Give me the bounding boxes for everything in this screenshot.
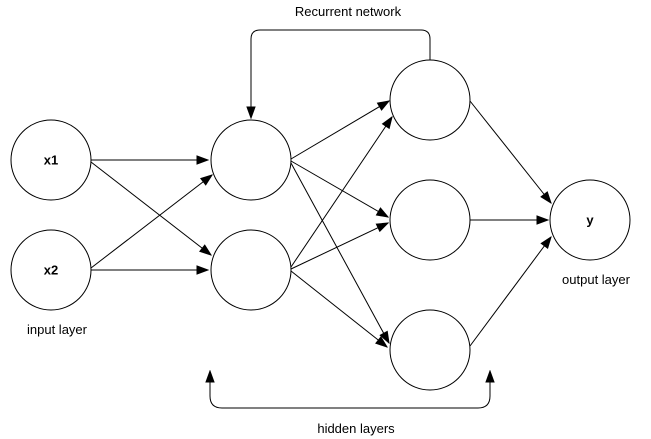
node-label-y: y [586,213,594,228]
edge-h1-bottom-to-h2-bottom [290,270,387,347]
edge-h2-top-to-y [469,100,551,203]
node-h1-top [210,119,292,201]
hidden-layers-span-arrow [210,371,490,409]
node-label-x2: x2 [44,263,58,278]
edge-h2-bottom-to-y [469,237,551,347]
edge-x2-to-h1-top [90,175,212,269]
edge-h1-bottom-to-h2-top [290,117,392,268]
edge-x1-to-h1-bottom [90,161,211,255]
node-h1-bottom [210,229,292,311]
output-layer-label: output layer [562,272,630,287]
edge-h1-top-to-h2-top [290,101,389,160]
input-layer-label: input layer [27,322,87,337]
hidden-layers-label: hidden layers [317,421,395,436]
node-x1 [10,119,92,201]
node-h2-top [389,59,471,141]
diagram-title: Recurrent network [294,4,402,19]
recurrent-edge-h2-top-to-h1-top [251,29,431,118]
node-label-x1: x1 [44,153,58,168]
edge-h1-top-to-h2-middle [290,160,388,217]
node-x2 [10,229,92,311]
node-y [549,179,631,261]
edge-h1-top-to-h2-bottom [290,162,389,343]
edge-h1-bottom-to-h2-middle [290,223,388,270]
node-h2-middle [389,179,471,261]
node-h2-bottom [389,309,471,391]
